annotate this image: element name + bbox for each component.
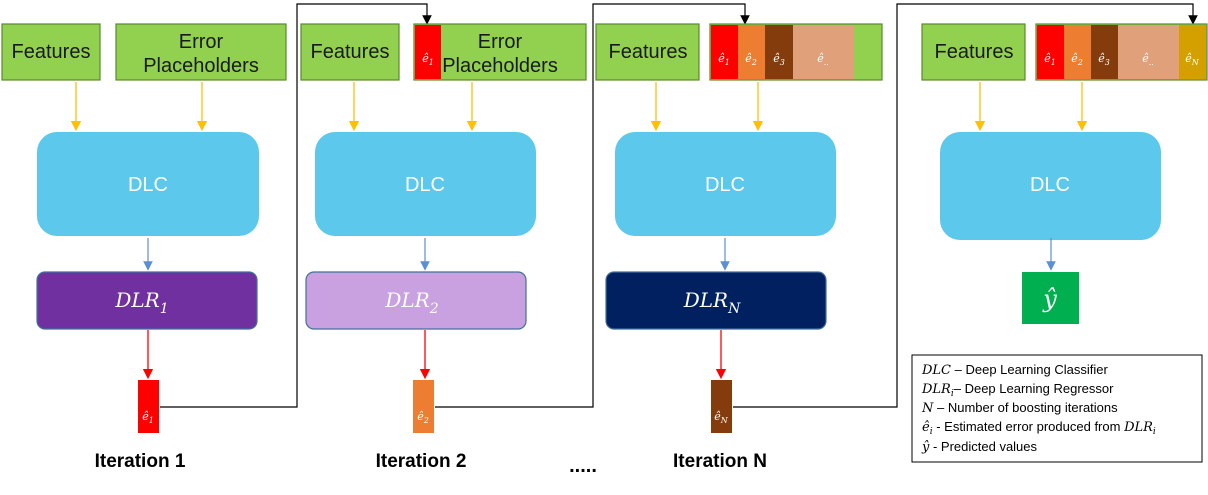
column-final: Features ê1 ê2 ê3 ê.. êN DLC ŷ [921, 23, 1208, 324]
error-cell-edots-label: ê.. [817, 52, 829, 67]
feedback-arrow-3 [733, 3, 1198, 408]
error-cell-e3 [765, 25, 793, 79]
features-label: Features [311, 41, 390, 63]
error-cell-e3-label: ê3 [1098, 52, 1110, 67]
column-iteration-1: Features Error Placeholders DLC DLR1 ê1 … [1, 23, 287, 472]
error-placeholders-box [115, 23, 287, 81]
dlc-box [940, 132, 1161, 240]
dlr-label: DLR1 [114, 288, 168, 317]
error-cell-e2-label: ê2 [745, 52, 757, 67]
dlr-label: DLR2 [384, 288, 438, 317]
dlr-label: DLRN [683, 288, 741, 317]
dlc-box [615, 132, 836, 236]
features-box [300, 23, 400, 81]
error-cell-e1 [415, 25, 441, 79]
error-cell-e1 [1037, 25, 1064, 79]
error-cell-edots-label: ê.. [1142, 52, 1154, 67]
error-placeholders-label-2: Placeholders [143, 55, 259, 77]
iteration-label: Iteration 1 [95, 451, 186, 472]
error-cell-e1-label: ê1 [1044, 52, 1056, 67]
error-cell-edots [793, 25, 854, 79]
dlc-label: DLC [1030, 174, 1070, 196]
error-cell-eN [1179, 25, 1206, 79]
column-iteration-N: Features ê1 ê2 ê3 ê.. DLC DLRN êN Iterat… [595, 23, 883, 472]
feedback-arrow-2 [435, 3, 750, 408]
features-box [595, 23, 700, 81]
dlc-label: DLC [128, 174, 168, 196]
error-output-label: ê1 [142, 410, 154, 425]
features-label: Features [12, 41, 91, 63]
error-cell-edots [1118, 25, 1179, 79]
error-cell-e3 [1091, 25, 1118, 79]
prediction-label: ŷ [1042, 285, 1057, 313]
dlc-box [315, 132, 536, 236]
error-cell-e1-label: ê1 [422, 52, 434, 67]
error-placeholders-label-1: Error [179, 31, 224, 53]
features-box [1, 23, 101, 81]
error-output-box [413, 380, 434, 433]
dlc-box [37, 132, 259, 236]
legend: DLC – Deep Learning Classifier DLRi– Dee… [911, 354, 1203, 463]
iteration-label: Iteration N [673, 451, 767, 472]
ellipsis: ..... [569, 455, 597, 477]
dlc-label: DLC [405, 174, 445, 196]
error-output-box [138, 380, 159, 433]
legend-item: DLRi– Deep Learning Regressor [921, 381, 1114, 399]
features-label: Features [935, 41, 1014, 63]
prediction-box [1022, 272, 1079, 324]
features-label: Features [609, 41, 688, 63]
dlr-box [305, 271, 527, 330]
error-cell-e2-label: ê2 [1071, 52, 1083, 67]
legend-item: N – Number of boosting iterations [921, 400, 1118, 416]
dlr-box [605, 271, 827, 330]
error-cell-e2 [738, 25, 765, 79]
error-cell-e2 [1064, 25, 1091, 79]
error-placeholders-box [413, 23, 587, 81]
error-cell-e3-label: ê3 [773, 52, 785, 67]
error-output-box [711, 380, 732, 433]
error-cell-e1-label: ê1 [718, 52, 730, 67]
error-cell-e1 [711, 25, 738, 79]
legend-item: êi - Estimated error produced from DLRi [922, 419, 1156, 437]
features-box [921, 23, 1026, 81]
feedback-arrow-1 [160, 3, 432, 408]
error-placeholders-label-2: Placeholders [442, 55, 558, 77]
error-output-label: ê2 [417, 410, 429, 425]
dlc-label: DLC [705, 174, 745, 196]
column-iteration-2: Features ê1 Error Placeholders DLC DLR2 … [300, 23, 587, 472]
legend-item: ŷ - Predicted values [921, 439, 1038, 455]
dlr-box [36, 271, 258, 330]
legend-box [911, 354, 1203, 463]
iteration-label: Iteration 2 [376, 451, 467, 472]
legend-item: DLC – Deep Learning Classifier [921, 362, 1108, 378]
error-placeholders-label-1: Error [478, 31, 523, 53]
